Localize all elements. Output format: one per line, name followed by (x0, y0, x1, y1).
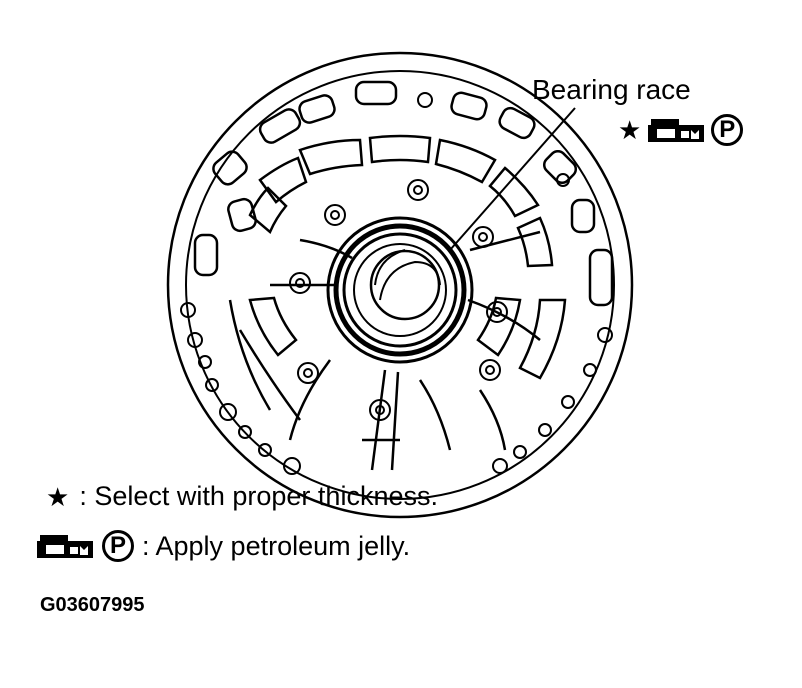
pump-cover-outer-rim (166, 51, 634, 519)
bearing-race-leader (449, 107, 576, 251)
pump-cover-inner-rim (185, 70, 615, 500)
petroleum-jelly-icon: P (102, 530, 134, 562)
legend-text: : Apply petroleum jelly. (142, 530, 411, 561)
petroleum-jelly-icon: P (711, 114, 744, 146)
bearing-race-outer (333, 223, 467, 357)
legend-text: : Select with proper thickness. (79, 481, 438, 511)
bearing-race-inner (342, 232, 458, 348)
hub-outer (326, 216, 474, 364)
figure-code: G03607995 (40, 594, 145, 616)
bearing-race-label: Bearing race (532, 74, 691, 105)
legend-item-select-thickness: ★ : Select with proper thickness. (46, 481, 438, 512)
star-icon: ★ (618, 115, 642, 145)
star-icon: ★ (46, 481, 70, 512)
grease-gun-icon (648, 119, 705, 142)
legend-item-petroleum-jelly: P : Apply petroleum jelly. (36, 530, 410, 562)
grease-gun-icon (37, 535, 93, 558)
callout-symbols: ★ P (618, 114, 744, 146)
